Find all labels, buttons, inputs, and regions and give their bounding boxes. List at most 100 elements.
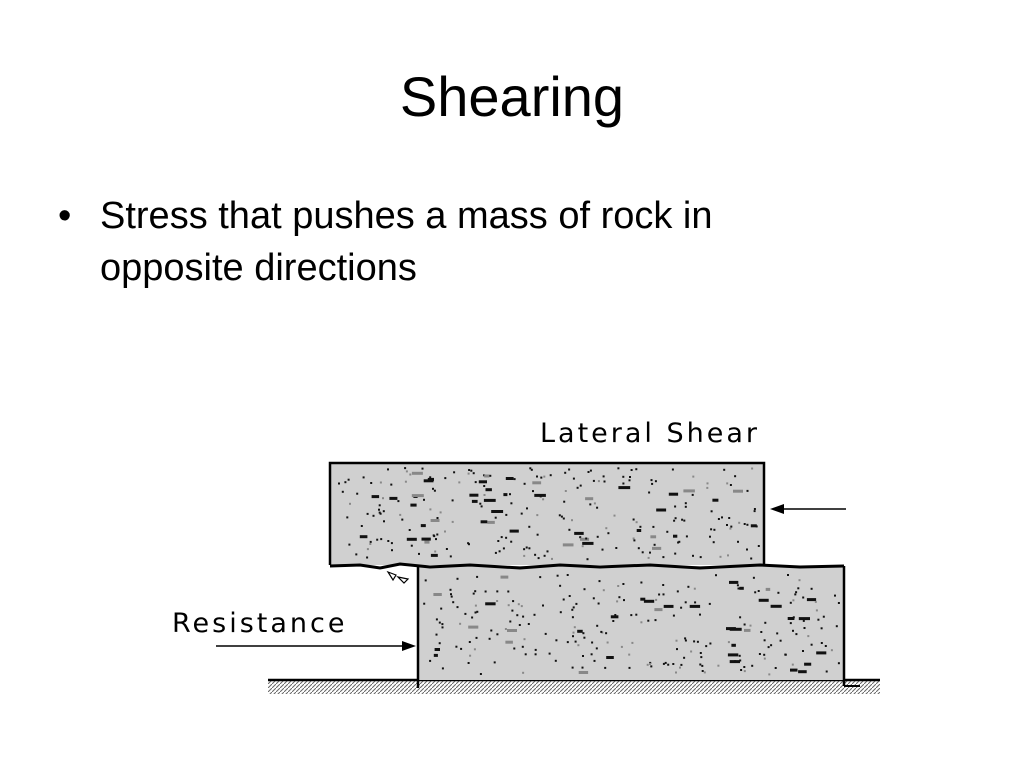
bullet-list: • Stress that pushes a mass of rock in o… — [58, 190, 958, 294]
rock-speckle — [792, 629, 794, 632]
rock-speckle — [814, 600, 817, 603]
rock-speckle — [596, 535, 599, 538]
rock-speckle — [549, 474, 552, 477]
rock-speckle — [739, 659, 742, 662]
rock-speckle — [468, 641, 471, 643]
rock-speckle — [348, 543, 351, 546]
rock-speckle — [717, 518, 720, 520]
rock-speckle — [667, 663, 670, 666]
rock-speckle — [729, 527, 732, 530]
rock-speckle — [650, 665, 653, 668]
rock-speckle — [663, 604, 674, 608]
rock-speckle — [739, 586, 744, 590]
rock-speckle — [683, 489, 695, 493]
rock-speckle — [795, 591, 798, 594]
rock-speckle — [712, 498, 719, 502]
lateral-shear-label: Lateral Shear — [540, 418, 760, 449]
rock-speckle — [585, 537, 588, 540]
rock-speckle — [429, 508, 432, 511]
rock-speckle — [456, 577, 459, 580]
rock-speckle — [760, 631, 763, 633]
rock-speckle — [575, 602, 578, 605]
top-rock-outline — [328, 461, 766, 565]
fracture-debris — [386, 570, 410, 584]
rock-speckle — [763, 653, 766, 656]
rock-speckle — [650, 535, 657, 539]
rock-speckle — [673, 534, 678, 538]
rock-speckle — [474, 481, 477, 484]
rock-speckle — [601, 548, 604, 551]
bullet-item: • Stress that pushes a mass of rock in o… — [58, 190, 958, 294]
rock-speckle — [637, 547, 640, 550]
rock-speckle — [708, 602, 711, 605]
rock-speckle — [622, 583, 625, 585]
rock-speckle — [582, 541, 594, 545]
rock-speckle — [509, 529, 519, 533]
rock-speckle — [715, 574, 717, 577]
rock-speckle — [699, 613, 701, 616]
rock-speckle — [404, 480, 407, 483]
rock-speckle — [776, 632, 779, 635]
rock-speckle — [490, 629, 493, 632]
rock-speckle — [810, 587, 813, 590]
rock-speckle — [674, 517, 677, 520]
rock-speckle — [366, 512, 369, 515]
rock-speckle — [559, 584, 562, 587]
rock-speckle — [577, 644, 580, 647]
rock-speckle — [770, 604, 782, 608]
rock-speckle — [471, 499, 478, 503]
rock-speckle — [701, 664, 704, 667]
rock-speckle — [534, 493, 546, 497]
rock-speckle — [523, 554, 526, 557]
rock-speckle — [444, 530, 446, 533]
rock-speckle — [468, 625, 479, 629]
rock-speckle — [633, 539, 636, 542]
rock-speckle — [651, 482, 654, 485]
rock-speckle — [391, 549, 393, 552]
rock-speckle — [421, 537, 431, 541]
rock-speckle — [411, 471, 423, 475]
rock-speckle — [566, 574, 569, 576]
rock-speckle — [749, 624, 752, 627]
rock-speckle — [389, 496, 398, 500]
rock-speckle — [507, 604, 510, 607]
rock-speckle — [344, 481, 347, 484]
rock-speckle — [640, 581, 643, 584]
rock-speckle — [484, 590, 487, 593]
rock-speckle — [837, 602, 840, 604]
rock-speckle — [576, 486, 579, 489]
rock-speckle — [820, 627, 823, 630]
rock-speckle — [734, 475, 737, 478]
rock-speckle — [820, 642, 823, 644]
rock-speckle — [356, 492, 359, 495]
rock-speckle — [589, 503, 592, 506]
rock-speckle — [555, 639, 558, 642]
rock-speckle — [587, 471, 590, 473]
rock-speckle — [721, 516, 723, 519]
rock-speckle — [450, 593, 452, 596]
rock-speckle — [390, 483, 393, 486]
rock-speckle — [701, 670, 704, 672]
rock-speckle — [802, 650, 804, 652]
rock-speckle — [485, 602, 496, 606]
rock-speckle — [789, 601, 792, 604]
rock-speckle — [746, 523, 749, 526]
rock-speckle — [835, 625, 838, 628]
rock-speckle — [635, 521, 638, 524]
rock-speckle — [630, 469, 633, 471]
rock-speckle — [753, 508, 756, 510]
rock-speckle — [453, 471, 456, 474]
rock-speckle — [694, 601, 697, 604]
rock-speckle — [806, 598, 817, 602]
rock-speckle — [752, 576, 755, 579]
rock-speckle — [784, 653, 787, 656]
rock-speckle — [631, 641, 634, 644]
rock-speckle — [675, 671, 677, 674]
rock-speckle — [792, 616, 795, 619]
rock-speckle — [418, 552, 420, 555]
rock-speckle — [378, 508, 380, 511]
rock-speckle — [467, 662, 470, 664]
rock-speckle — [726, 524, 728, 526]
rock-speckle — [566, 641, 569, 644]
rock-speckle — [366, 548, 369, 551]
